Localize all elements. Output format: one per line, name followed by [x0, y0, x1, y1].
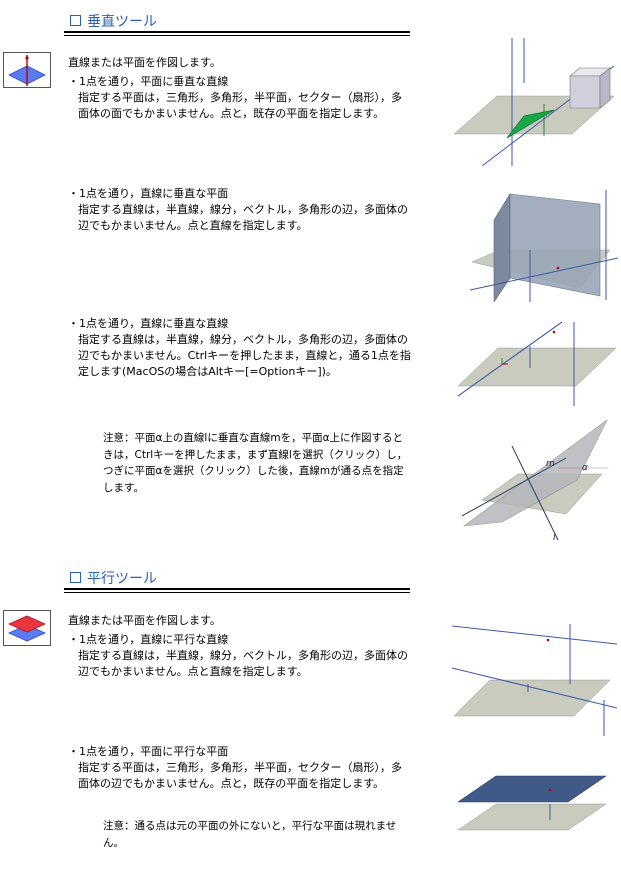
figure-note-oblique-plane: m α l [462, 419, 608, 543]
parallel-item-1: ・1点を通り，直線に平行な直線 指定する直線は，半直線，線分，ベクトル，多角形の… [68, 632, 413, 680]
section-rule [64, 31, 410, 33]
item-heading: ・1点を通り，平面に平行な平面 [68, 745, 229, 758]
figure-parallel-plane [457, 775, 607, 831]
item-body: 指定する直線は，半直線，線分，ベクトル，多角形の辺，多面体の辺でもかまいません。… [78, 649, 408, 678]
section-rule-thin [64, 592, 410, 593]
figure-perp-line-to-line [458, 322, 617, 406]
square-bullet-icon [70, 572, 81, 583]
parallel-note: 注意：通る点は元の平面の外にないと，平行な平面は現れません。 [103, 820, 397, 849]
item-body: 指定する直線は，半直線，線分，ベクトル，多角形の辺，多面体の辺でもかまいません。… [78, 333, 411, 378]
section-rule [64, 588, 410, 590]
label-m: m [546, 459, 555, 469]
item-heading: ・1点を通り，直線に平行な直線 [68, 633, 229, 646]
perp-item-1: ・1点を通り，平面に垂直な直線 指定する平面は，三角形，多角形，半平面，セクター… [68, 74, 413, 122]
perp-note: 注意：平面α上の直線lに垂直な直線mを，平面α上に作図するときは，Ctrlキーを… [103, 432, 408, 494]
perp-item-3: ・1点を通り，直線に垂直な直線 指定する直線は，半直線，線分，ベクトル，多角形の… [68, 316, 413, 380]
label-alpha: α [582, 463, 588, 473]
figure-parallel-line [452, 624, 617, 736]
item-heading: ・1点を通り，直線に垂直な直線 [68, 317, 229, 330]
item-heading: ・1点を通り，平面に垂直な直線 [68, 75, 229, 88]
figure-perp-line-to-plane [453, 38, 615, 166]
perpendicular-tool-icon [3, 52, 51, 88]
label-l: l [553, 533, 556, 543]
figure-perp-plane-to-line [470, 190, 618, 302]
section-rule-thin [64, 35, 410, 36]
parallel-tool-icon [3, 610, 51, 646]
section-title-perpendicular: 垂直ツール [70, 11, 157, 31]
section-title-parallel: 平行ツール [70, 568, 157, 588]
perp-item-2: ・1点を通り，直線に垂直な平面 指定する直線は，半直線，線分，ベクトル，多角形の… [68, 186, 413, 234]
perp-intro: 直線または平面を作図します。 [68, 56, 221, 69]
item-body: 指定する直線は，半直線，線分，ベクトル，多角形の辺，多面体の辺でもかまいません。… [78, 203, 408, 232]
item-body: 指定する平面は，三角形，多角形，半平面，セクター（扇形），多面体の面でもかまいま… [78, 91, 403, 120]
item-heading: ・1点を通り，直線に垂直な平面 [68, 187, 229, 200]
parallel-item-2: ・1点を通り，平面に平行な平面 指定する平面は，三角形，多角形，半平面，セクター… [68, 744, 413, 792]
parallel-intro: 直線または平面を作図します。 [68, 614, 221, 627]
item-body: 指定する平面は，三角形，多角形，半平面，セクター（扇形），多面体の辺でもかまいま… [78, 761, 403, 790]
square-bullet-icon [70, 15, 81, 26]
